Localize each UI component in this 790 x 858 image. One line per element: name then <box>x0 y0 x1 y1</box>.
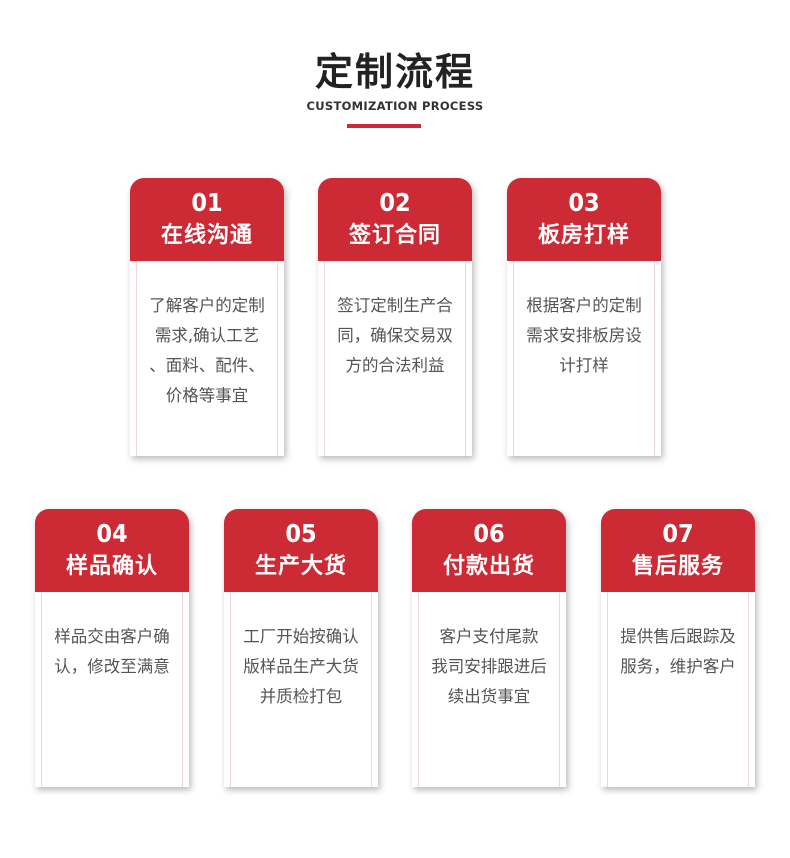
step-number: 01 <box>191 188 223 217</box>
step-card-header: 05 生产大货 <box>224 509 378 592</box>
step-card-body: 客户支付尾款 我司安排跟进后 续出货事宜 <box>418 592 560 787</box>
step-card-header: 01 在线沟通 <box>130 178 284 261</box>
step-card-header: 07 售后服务 <box>601 509 755 592</box>
page-subtitle: CUSTOMIZATION PROCESS <box>306 99 484 113</box>
step-card-5: 05 生产大货 工厂开始按确认 版样品生产大货 并质检打包 <box>224 509 378 787</box>
page-title: 定制流程 <box>314 50 475 94</box>
step-description: 根据客户的定制 需求安排板房设 计打样 <box>526 296 642 375</box>
step-card-header: 02 签订合同 <box>318 178 472 261</box>
step-card-1: 01 在线沟通 了解客户的定制 需求,确认工艺 、面料、配件、 价格等事宜 <box>130 178 284 456</box>
step-description: 客户支付尾款 我司安排跟进后 续出货事宜 <box>431 627 547 706</box>
step-title: 签订合同 <box>348 223 441 248</box>
step-card-4: 04 样品确认 样品交由客户确 认，修改至满意 <box>35 509 189 787</box>
step-number: 05 <box>285 519 317 548</box>
step-description: 提供售后跟踪及 服务，维护客户 <box>620 627 736 676</box>
step-title: 板房打样 <box>537 223 630 248</box>
step-card-3: 03 板房打样 根据客户的定制 需求安排板房设 计打样 <box>507 178 661 456</box>
step-card-body: 工厂开始按确认 版样品生产大货 并质检打包 <box>230 592 372 787</box>
step-card-header: 04 样品确认 <box>35 509 189 592</box>
step-title: 样品确认 <box>65 554 158 579</box>
step-card-body: 了解客户的定制 需求,确认工艺 、面料、配件、 价格等事宜 <box>136 261 278 456</box>
step-number: 02 <box>379 188 411 217</box>
title-underline <box>347 124 421 128</box>
step-card-2: 02 签订合同 签订定制生产合 同，确保交易双 方的合法利益 <box>318 178 472 456</box>
step-card-body: 样品交由客户确 认，修改至满意 <box>41 592 183 787</box>
step-number: 04 <box>96 519 128 548</box>
step-title: 售后服务 <box>631 554 724 579</box>
step-card-body: 根据客户的定制 需求安排板房设 计打样 <box>513 261 655 456</box>
step-number: 03 <box>568 188 600 217</box>
step-description: 工厂开始按确认 版样品生产大货 并质检打包 <box>243 627 359 706</box>
step-description: 了解客户的定制 需求,确认工艺 、面料、配件、 价格等事宜 <box>149 296 265 405</box>
step-title: 生产大货 <box>254 554 347 579</box>
step-number: 07 <box>662 519 694 548</box>
step-title: 在线沟通 <box>160 223 253 248</box>
step-description: 样品交由客户确 认，修改至满意 <box>54 627 170 676</box>
step-description: 签订定制生产合 同，确保交易双 方的合法利益 <box>337 296 453 375</box>
step-card-6: 06 付款出货 客户支付尾款 我司安排跟进后 续出货事宜 <box>412 509 566 787</box>
step-number: 06 <box>473 519 505 548</box>
step-card-body: 提供售后跟踪及 服务，维护客户 <box>607 592 749 787</box>
step-card-7: 07 售后服务 提供售后跟踪及 服务，维护客户 <box>601 509 755 787</box>
step-card-header: 06 付款出货 <box>412 509 566 592</box>
step-card-body: 签订定制生产合 同，确保交易双 方的合法利益 <box>324 261 466 456</box>
step-title: 付款出货 <box>442 554 535 579</box>
step-card-header: 03 板房打样 <box>507 178 661 261</box>
